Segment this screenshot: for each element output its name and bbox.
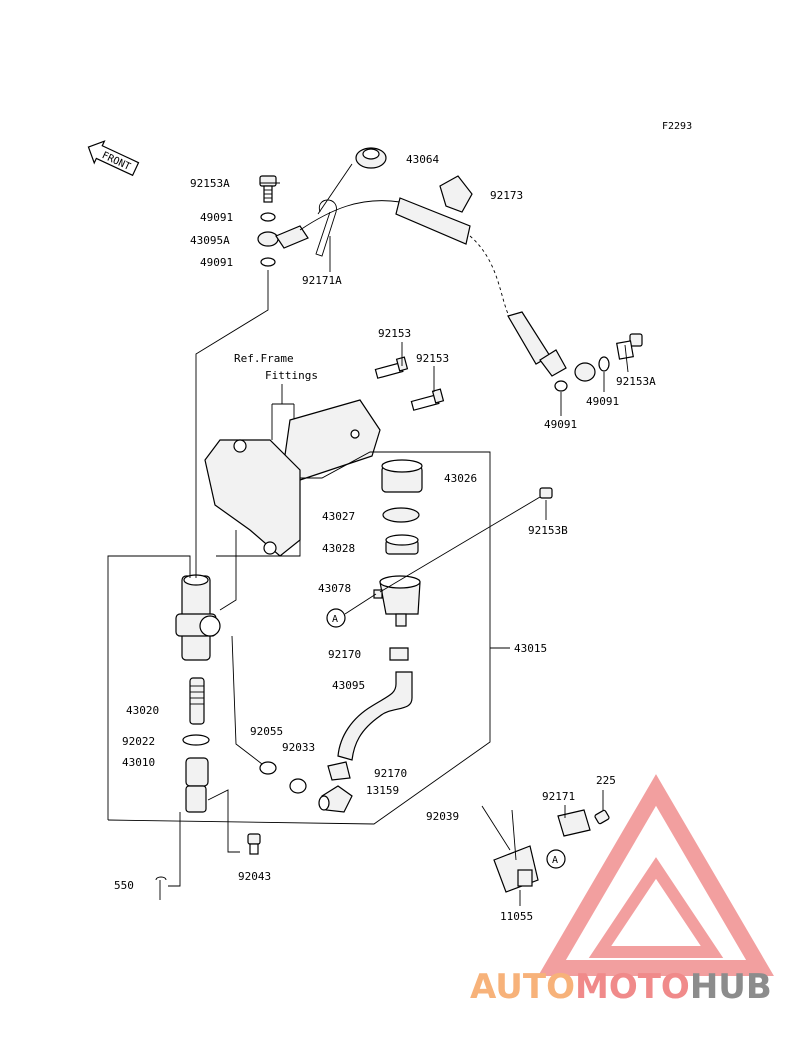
callout-a-upper: A	[326, 593, 377, 628]
label-49091-top2: 49091	[200, 256, 233, 269]
fitting-13159	[318, 785, 353, 813]
master-cylinder-body	[175, 574, 221, 661]
label-92022: 92022	[122, 735, 155, 748]
label-92170-a: 92170	[328, 648, 361, 661]
label-92153A-top: 92153A	[190, 177, 230, 190]
rod-92039	[481, 805, 511, 851]
label-92055: 92055	[250, 725, 283, 738]
callout-a-lower-letter: A	[552, 855, 558, 866]
grommet-43064	[355, 147, 387, 169]
label-11055: 11055	[500, 910, 533, 923]
diaphragm-43028	[385, 534, 419, 555]
watermark-moto: MOTO	[575, 967, 690, 1007]
watermark-auto: AUTO	[470, 967, 575, 1007]
ref-frame-line2: Fittings	[265, 369, 318, 382]
front-arrow-icon: FRONT	[87, 140, 140, 177]
push-rod-43010	[185, 757, 209, 813]
clamp-92170-a	[389, 647, 409, 661]
label-49091-right2: 49091	[544, 418, 577, 431]
bolt-92153-b	[410, 388, 445, 411]
label-92153-a: 92153	[378, 327, 411, 340]
label-550: 550	[114, 879, 134, 892]
cotter-pin-550	[155, 876, 167, 900]
watermark-hub: HUB	[690, 967, 772, 1007]
clip-92171A	[315, 199, 337, 257]
washer-49091-right1	[598, 356, 610, 372]
bolt-92153A-top	[259, 175, 277, 203]
label-49091-top1: 49091	[200, 211, 233, 224]
label-43028: 43028	[322, 542, 355, 555]
bracket-92171	[557, 809, 591, 837]
reservoir-cap-43026	[381, 459, 423, 493]
clutch-hose	[299, 200, 401, 231]
label-43027: 43027	[322, 510, 355, 523]
frame-bracket	[204, 399, 381, 557]
callout-a-lower: A	[546, 849, 566, 869]
washer-49091-right2	[554, 380, 568, 392]
circlip-92022	[182, 734, 210, 746]
banjo-43095A	[257, 225, 309, 249]
label-92170-b: 92170	[374, 767, 407, 780]
ref-frame-line1: Ref.Frame	[234, 352, 294, 365]
label-13159: 13159	[366, 784, 399, 797]
clamp-92170-b	[327, 761, 351, 781]
label-43020: 43020	[126, 704, 159, 717]
watermark-logo-icon	[538, 774, 774, 976]
ring-92033	[289, 778, 307, 794]
label-92171A: 92171A	[302, 274, 342, 287]
plate-43027	[382, 507, 420, 523]
label-43078: 43078	[318, 582, 351, 595]
label-92153A-right: 92153A	[616, 375, 656, 388]
o-ring-92055	[259, 761, 277, 775]
hose-43095	[337, 671, 413, 761]
watermark-text: AUTOMOTOHUB	[470, 967, 772, 1007]
label-92039: 92039	[426, 810, 459, 823]
bolt-92153-a	[374, 356, 409, 379]
label-92171: 92171	[542, 790, 575, 803]
piston-43020	[189, 677, 205, 725]
label-92043: 92043	[238, 870, 271, 883]
washer-49091-top1	[260, 212, 276, 222]
label-225: 225	[596, 774, 616, 787]
hose-end-fitting	[539, 349, 567, 377]
label-43026: 43026	[444, 472, 477, 485]
figure-code: F2293	[662, 121, 692, 132]
label-92173: 92173	[490, 189, 523, 202]
label-43095A: 43095A	[190, 234, 230, 247]
label-49091-right1: 49091	[586, 395, 619, 408]
label-43064: 43064	[406, 153, 439, 166]
bolt-92153A-right	[616, 333, 643, 360]
label-43015: 43015	[514, 642, 547, 655]
clamp-92173	[439, 175, 473, 213]
screw-225	[594, 809, 610, 825]
callout-a-upper-letter: A	[332, 614, 338, 625]
label-92153-b: 92153	[416, 352, 449, 365]
label-92033: 92033	[282, 741, 315, 754]
reservoir-43078	[373, 575, 421, 627]
hose-sleeve	[395, 197, 471, 245]
bolt-92153B	[379, 487, 553, 593]
label-43010: 43010	[122, 756, 155, 769]
label-92153B: 92153B	[528, 524, 568, 537]
bolt-92043	[247, 833, 261, 855]
washer-49091-top2	[260, 257, 276, 267]
label-43095: 43095	[332, 679, 365, 692]
switch-11055	[493, 845, 539, 893]
